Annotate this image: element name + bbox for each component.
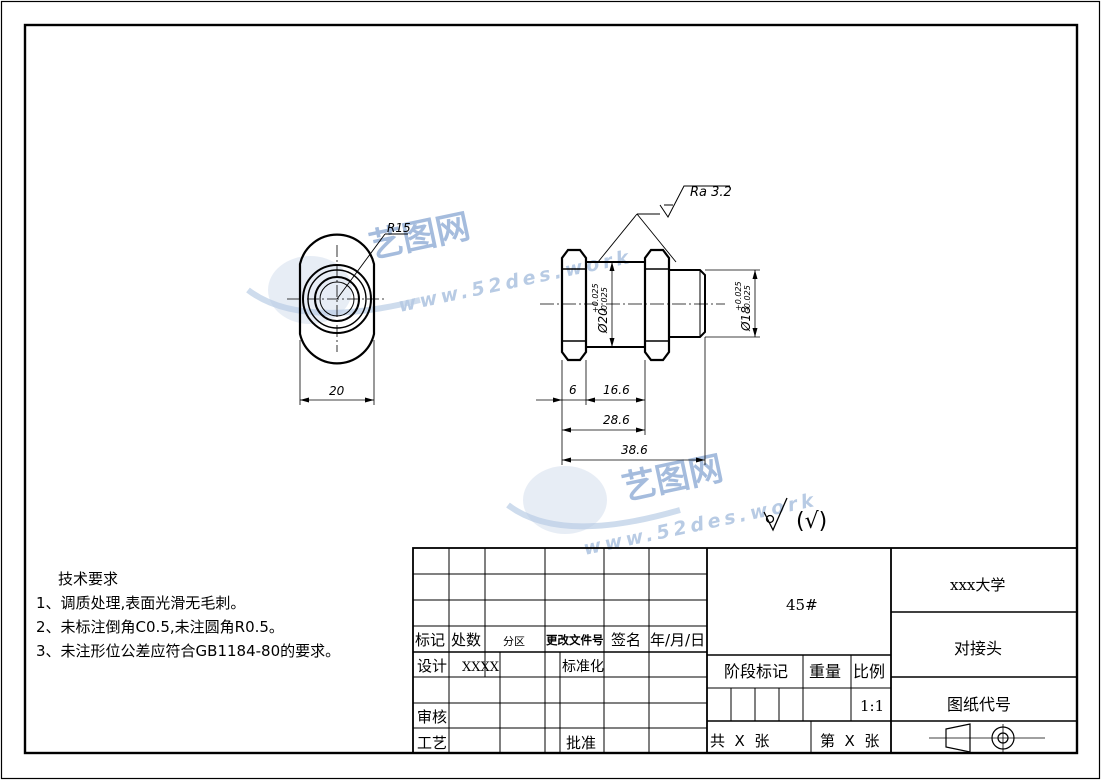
left-view [287,233,408,405]
svg-text:艺图网: 艺图网 [366,206,474,266]
hdr-doc: 更改文件号 [546,633,604,647]
dim-16-6: 16.6 [603,383,630,397]
tech-requirements-title: 技术要求 [58,570,119,588]
watermark-logo-mid: 艺图网 www.52des.work [506,448,820,560]
sheet-no: 第 X 张 [820,732,879,750]
svg-text:艺图网: 艺图网 [619,448,727,508]
watermark-logo-top: 艺图网 www.52des.work [246,206,635,324]
radius-leader [336,233,386,300]
dim-28-6: 28.6 [603,413,630,427]
flange-right [643,248,671,362]
title-block [412,547,1078,754]
designer-name: XXXX [462,660,500,675]
shaft [669,269,706,338]
scale-label: 比例 [853,662,885,681]
technical-requirements: 技术要求 1、调质处理,表面光滑无毛刺。 2、未标注倒角C0.5,未注圆角R0.… [36,567,340,663]
approve-label: 批准 [566,734,596,752]
stage-mark-label: 阶段标记 [724,662,788,681]
left-view-outline [298,233,376,365]
front-view [536,185,760,465]
roughness-label: Ra 3.2 [690,185,732,200]
hdr-count: 处数 [451,631,481,649]
projection-symbol [929,723,1045,753]
sheets-total: 共 X 张 [710,732,769,750]
dim-38-6: 38.6 [621,443,648,457]
general-roughness-symbol [763,497,788,532]
svg-text:+0.025: +0.025 [591,283,600,313]
svg-text:Ø20: Ø20 [596,308,610,334]
general-roughness-note: (√) [796,509,827,534]
svg-text:+0.025: +0.025 [734,281,743,311]
drawing-code-label: 图纸代号 [947,695,1011,714]
svg-text:-0.025: -0.025 [600,287,609,313]
hdr-date: 年/月/日 [650,631,705,649]
tech-requirement-item-2: 2、未标注倒角C0.5,未注圆角R0.5。 [36,618,284,636]
standardize-label: 标准化 [562,659,604,675]
dia-small-label: Ø18 +0.025 -0.025 [734,281,753,332]
radius-label: R15 [387,221,411,235]
scale-value: 1:1 [860,697,884,715]
weight-label: 重量 [809,662,841,681]
dia-large-label: Ø20 +0.025 -0.025 [591,283,610,334]
material: 45# [786,596,818,614]
svg-text:Ø18: Ø18 [739,306,753,332]
flange-left [560,248,588,362]
tech-requirement-item-3: 3、未注形位公差应符合GB1184-80的要求。 [36,642,341,660]
dim-6: 6 [569,383,577,397]
review-label: 审核 [417,708,447,726]
design-label: 设计 [417,657,447,675]
hdr-zone: 分区 [503,635,525,648]
tech-requirement-item-1: 1、调质处理,表面光滑无毛刺。 [36,594,246,612]
hdr-sign: 签名 [611,631,641,649]
roughness-symbol [659,185,730,218]
process-label: 工艺 [417,734,447,752]
hdr-mark: 标记 [415,631,445,649]
svg-text:-0.025: -0.025 [743,285,752,311]
width-label: 20 [329,384,345,398]
school-name: xxx大学 [950,576,1005,594]
part-name: 对接头 [954,639,1002,658]
